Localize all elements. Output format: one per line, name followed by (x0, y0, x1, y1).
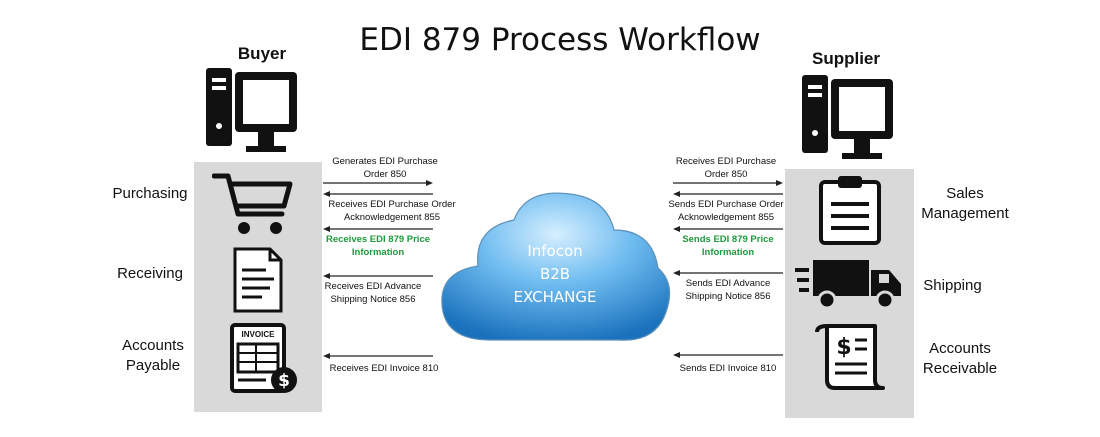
supplier-flow-5-arrow (673, 352, 783, 358)
receipt-icon: $ (815, 324, 885, 390)
buyer-label: Buyer (237, 44, 287, 63)
role-shipping: Shipping (923, 277, 982, 294)
cloud-label: Infocon B2B EXCHANGE (475, 240, 635, 309)
role-accounts-payable: Accounts Payable (122, 337, 184, 374)
supplier-flow-2-arrow (673, 191, 783, 197)
supplier-flow-3-text: Sends EDI 879 Price Information (682, 234, 774, 258)
buyer-flow-1-text: Generates EDI Purchase Order 850 (332, 156, 438, 180)
role-sales-management: Sales Management (921, 185, 1009, 222)
cloud-line-2: B2B (539, 265, 571, 283)
supplier-flow-3-arrow (673, 226, 783, 232)
clipboard-icon (819, 176, 881, 245)
buyer-flow-1-arrow (323, 180, 433, 186)
supplier-flow-1-arrow (673, 180, 783, 186)
supplier-flow-1-text: Receives EDI Purchase Order 850 (675, 156, 777, 180)
supplier-flow-4-text: Sends EDI Advance Shipping Notice 856 (685, 278, 771, 302)
invoice-label: INVOICE (241, 330, 275, 339)
cloud-line-1: Infocon (527, 242, 583, 260)
buyer-flow-3-arrow (323, 226, 433, 232)
supplier-flow-2-text: Sends EDI Purchase Order Acknowledgement… (668, 199, 784, 223)
supplier-flow-4-arrow (673, 270, 783, 276)
cloud-line-3: EXCHANGE (513, 288, 597, 306)
truck-icon (795, 260, 901, 310)
role-accounts-receivable: Accounts Receivable (922, 340, 998, 377)
supplier-flow-5-text: Sends EDI Invoice 810 (679, 363, 777, 374)
buyer-flow-3-text: Receives EDI 879 Price Information (325, 234, 431, 258)
invoice-icon: $ INVOICE (226, 322, 300, 396)
svg-text:$: $ (278, 371, 290, 391)
document-icon (233, 247, 283, 313)
role-purchasing: Purchasing (112, 185, 188, 202)
page-title: EDI 879 Process Workflow (359, 22, 761, 58)
supplier-label: Supplier (811, 49, 880, 68)
buyer-flow-5-text: Receives EDI Invoice 810 (329, 363, 439, 374)
role-receiving: Receiving (117, 265, 183, 282)
buyer-flow-2-arrow (323, 191, 433, 197)
cloud-icon (441, 192, 671, 341)
buyer-flow-5-arrow (323, 353, 433, 359)
buyer-computer-icon (206, 68, 297, 152)
buyer-flow-4-arrow (323, 273, 433, 279)
svg-text:$: $ (836, 335, 851, 360)
buyer-flow-2-text: Receives EDI Purchase Order Acknowledgem… (328, 199, 456, 223)
supplier-computer-icon (802, 75, 893, 159)
buyer-flow-4-text: Receives EDI Advance Shipping Notice 856 (324, 281, 422, 305)
shopping-cart-icon (212, 173, 293, 234)
